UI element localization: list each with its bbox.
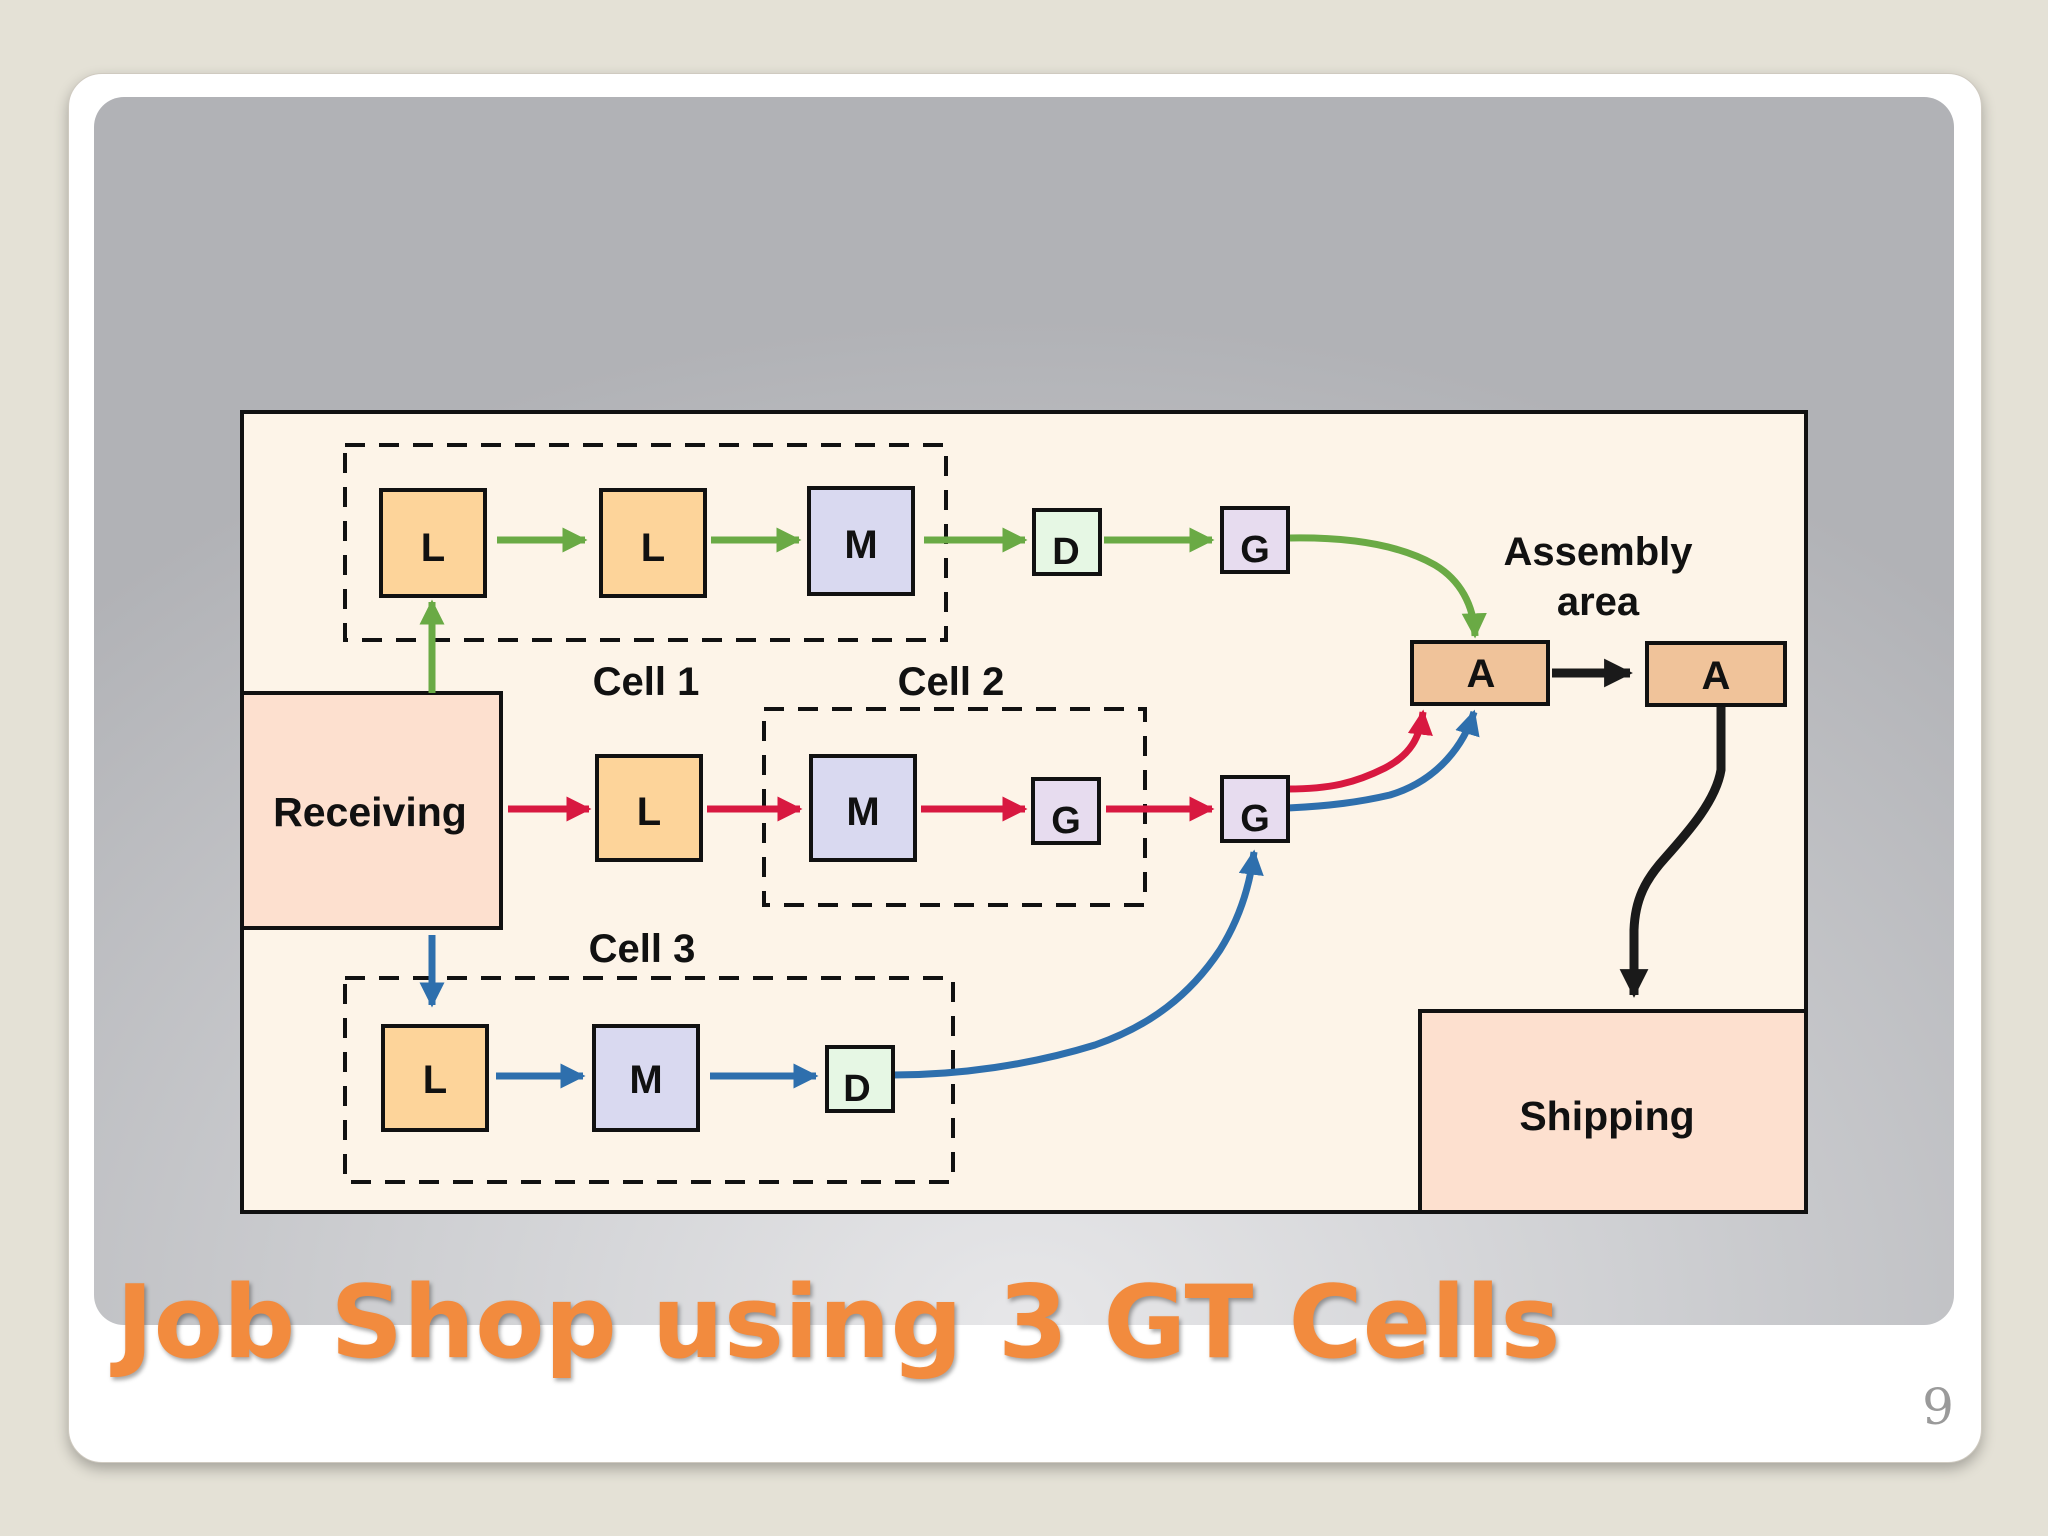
machine-top-lathe-2: L [599, 488, 707, 598]
arrow-mid-g2-to-assembly-blue [1287, 709, 1480, 812]
cell-1-route-arrows [419, 527, 1487, 693]
arrow-top-g-to-assembly [1289, 534, 1487, 639]
assembly-area-label-line-1: Assembly [1504, 530, 1694, 574]
receiving-label: Receiving [273, 789, 467, 835]
machine-top-lathe-1: L [379, 488, 487, 598]
machine-label: L [641, 526, 665, 570]
machine-top-mill: M [807, 486, 915, 596]
machine-label: M [629, 1058, 662, 1102]
machine-bot-lathe: L [381, 1024, 489, 1132]
machine-mid-grinder-2: G [1220, 775, 1290, 843]
machine-bot-mill: M [592, 1024, 700, 1132]
arrow-asm-a2-to-shipping [1619, 707, 1726, 998]
assembly-station-2: A [1645, 641, 1787, 707]
machine-label: A [1467, 652, 1496, 696]
machine-label: L [637, 790, 661, 834]
cell-3-route-arrows [419, 709, 1480, 1089]
machine-label: A [1702, 654, 1731, 698]
cell-2-route-arrows [508, 709, 1433, 822]
machine-label: G [1240, 529, 1270, 571]
machine-label: G [1240, 798, 1270, 840]
machine-label: L [421, 526, 445, 570]
machine-label: L [423, 1058, 447, 1102]
cell-1-label: Cell 1 [593, 660, 700, 704]
assembly-route-arrows [1552, 658, 1726, 998]
receiving-department [240, 691, 503, 930]
machine-mid-mill: M [809, 754, 917, 862]
arrow-mid-g2-to-assembly [1287, 709, 1433, 793]
machine-top-grinder: G [1220, 506, 1290, 574]
machine-label: D [843, 1068, 870, 1110]
assembly-area-label-line-2: area [1557, 580, 1640, 624]
slide-title: Job Shop using 3 GT Cells [116, 1263, 1561, 1381]
machine-label: M [846, 790, 879, 834]
machine-bot-drill: D [825, 1045, 895, 1113]
machine-top-drill: D [1032, 508, 1102, 576]
shipping-department [1418, 1009, 1808, 1214]
cell-2-label: Cell 2 [898, 660, 1005, 704]
page-number: 9 [1922, 1378, 1954, 1436]
assembly-station-1: A [1410, 640, 1550, 706]
machine-label: D [1052, 531, 1079, 573]
arrow-bot-d-to-mid-g2 [892, 849, 1264, 1079]
shipping-label: Shipping [1519, 1093, 1694, 1139]
machine-label: G [1051, 800, 1081, 842]
machine-label: M [844, 523, 877, 567]
machine-mid-lathe: L [595, 754, 703, 862]
cell-3-label: Cell 3 [589, 927, 696, 971]
machine-mid-grinder-1: G [1031, 777, 1101, 845]
